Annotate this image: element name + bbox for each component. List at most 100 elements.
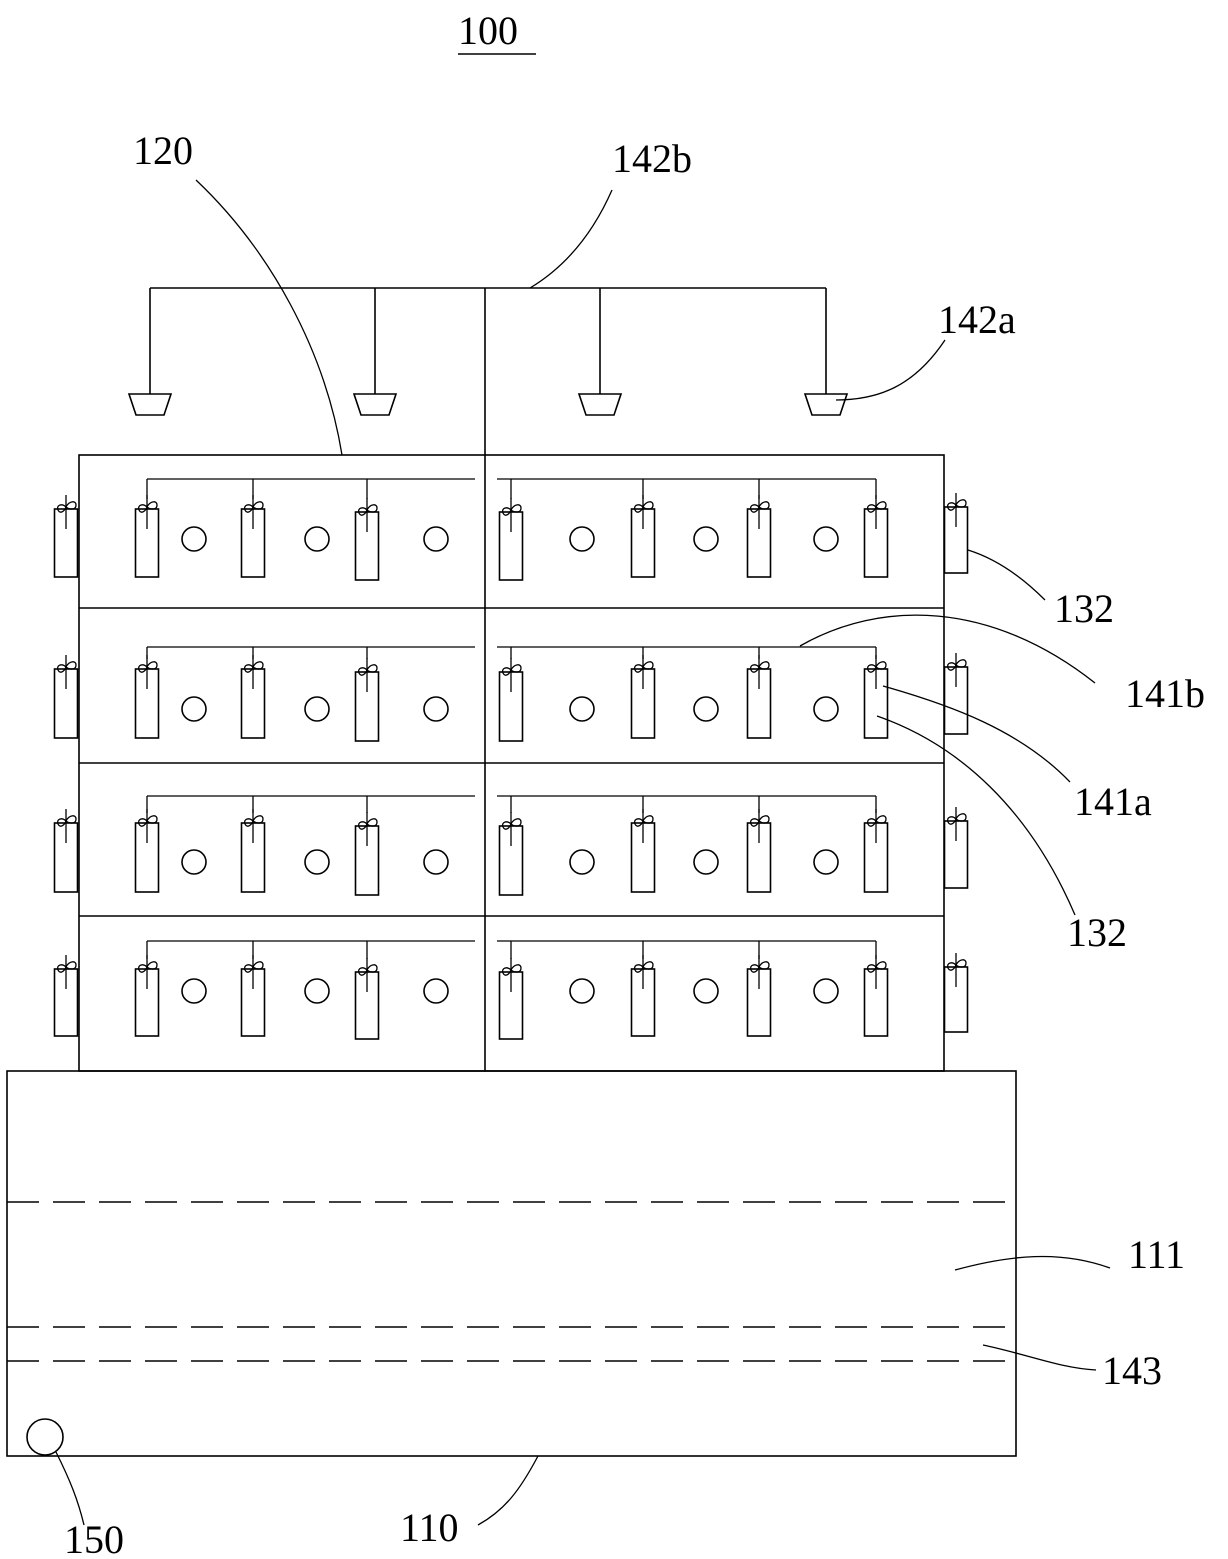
side-plant-3-0-leaf-left <box>56 964 67 973</box>
plant-2-1-leaf-right <box>252 815 264 824</box>
side-plant-0-1-leaf-right <box>955 499 967 508</box>
leader-120 <box>195 179 343 456</box>
leader-142a <box>835 339 946 401</box>
spray-nozzle-1 <box>127 393 173 416</box>
growing-hole-0-5 <box>813 526 839 552</box>
growing-hole-1-1 <box>304 696 330 722</box>
plant-1-2-leaf-left <box>357 667 368 676</box>
plant-3-4-leaf-left <box>633 964 644 973</box>
plant-1-4-leaf-right <box>642 661 654 670</box>
leader-132-mid <box>876 715 1076 916</box>
side-plant-3-1-leaf-right <box>955 959 967 968</box>
label-150: 150 <box>64 1517 124 1559</box>
plant-2-2-leaf-right <box>366 818 378 827</box>
plant-3-2-leaf-right <box>366 964 378 973</box>
plant-1-0-leaf-right <box>146 661 158 670</box>
plant-1-3-leaf-right <box>510 664 522 673</box>
side-plant-2-1-leaf-right <box>955 813 967 822</box>
label-142a: 142a <box>938 297 1016 342</box>
plant-3-5-leaf-right <box>758 961 770 970</box>
spray-nozzle-3 <box>577 393 623 416</box>
water-tank <box>6 1070 1017 1457</box>
plant-0-3-leaf-right <box>510 504 522 513</box>
plant-3-2-leaf-left <box>357 967 368 976</box>
leader-141a <box>882 685 1071 783</box>
plant-0-2-leaf-left <box>357 507 368 516</box>
growing-hole-1-4 <box>693 696 719 722</box>
plant-0-4-leaf-left <box>633 504 644 513</box>
plant-2-0-leaf-right <box>146 815 158 824</box>
plant-3-0-leaf-left <box>137 964 148 973</box>
leader-132-top <box>967 549 1046 601</box>
growing-hole-3-1 <box>304 978 330 1004</box>
spray-nozzle-4 <box>803 393 849 416</box>
side-plant-2-0-leaf-right <box>65 815 77 824</box>
spray-manifold <box>127 287 849 455</box>
growing-hole-1-2 <box>423 696 449 722</box>
side-plant-1-1-leaf-right <box>955 659 967 668</box>
leader-111 <box>954 1255 1111 1271</box>
growing-hole-2-5 <box>813 849 839 875</box>
plant-2-5-leaf-left <box>749 818 760 827</box>
plant-2-4-leaf-left <box>633 818 644 827</box>
growing-hole-2-4 <box>693 849 719 875</box>
growing-frame <box>78 454 945 1072</box>
plant-0-6-leaf-left <box>866 504 877 513</box>
plant-0-2-leaf-right <box>366 504 378 513</box>
plant-0-5-leaf-left <box>749 504 760 513</box>
plant-1-4-leaf-left <box>633 664 644 673</box>
growing-hole-2-0 <box>181 849 207 875</box>
label-141a: 141a <box>1074 779 1152 824</box>
plant-0-6-leaf-right <box>875 501 887 510</box>
plant-1-2-leaf-right <box>366 664 378 673</box>
growing-hole-0-3 <box>569 526 595 552</box>
side-plant-2-0-leaf-left <box>56 818 67 827</box>
spray-nozzle-2 <box>352 393 398 416</box>
leader-141b <box>799 614 1096 684</box>
growing-hole-0-1 <box>304 526 330 552</box>
growing-hole-3-4 <box>693 978 719 1004</box>
growing-hole-0-0 <box>181 526 207 552</box>
growing-hole-3-3 <box>569 978 595 1004</box>
side-plant-0-0-leaf-right <box>65 501 77 510</box>
growing-hole-1-5 <box>813 696 839 722</box>
growing-hole-1-3 <box>569 696 595 722</box>
drain-outlet <box>26 1418 64 1456</box>
label-132-mid: 132 <box>1067 910 1127 955</box>
plant-3-6-leaf-left <box>866 964 877 973</box>
plant-0-1-leaf-left <box>243 504 254 513</box>
plant-3-1-leaf-right <box>252 961 264 970</box>
plant-0-5-leaf-right <box>758 501 770 510</box>
plant-1-5-leaf-right <box>758 661 770 670</box>
plant-0-3-leaf-left <box>501 507 512 516</box>
side-plant-3-1-leaf-left <box>946 962 957 971</box>
plant-1-3-leaf-left <box>501 667 512 676</box>
plant-2-4-leaf-right <box>642 815 654 824</box>
growing-hole-2-1 <box>304 849 330 875</box>
leader-143 <box>982 1344 1097 1371</box>
plant-2-0-leaf-left <box>137 818 148 827</box>
plant-2-6-leaf-right <box>875 815 887 824</box>
plant-1-6-leaf-right <box>875 661 887 670</box>
plant-0-0-leaf-left <box>137 504 148 513</box>
plant-1-5-leaf-left <box>749 664 760 673</box>
plant-2-3-leaf-right <box>510 818 522 827</box>
label-120: 120 <box>133 128 193 173</box>
growing-hole-2-2 <box>423 849 449 875</box>
leader-lines <box>55 179 1111 1526</box>
plant-3-3-leaf-left <box>501 967 512 976</box>
leader-142b <box>529 189 613 289</box>
side-plant-0-0-leaf-left <box>56 504 67 513</box>
plant-0-1-leaf-right <box>252 501 264 510</box>
plant-1-1-leaf-right <box>252 661 264 670</box>
growing-hole-2-3 <box>569 849 595 875</box>
plant-2-5-leaf-right <box>758 815 770 824</box>
plant-3-0-leaf-right <box>146 961 158 970</box>
side-plant-0-1-leaf-left <box>946 502 957 511</box>
side-plant-1-1-leaf-left <box>946 662 957 671</box>
plant-3-4-leaf-right <box>642 961 654 970</box>
side-plant-3-0-leaf-right <box>65 961 77 970</box>
label-143: 143 <box>1102 1348 1162 1393</box>
side-plant-1-0-leaf-left <box>56 664 67 673</box>
